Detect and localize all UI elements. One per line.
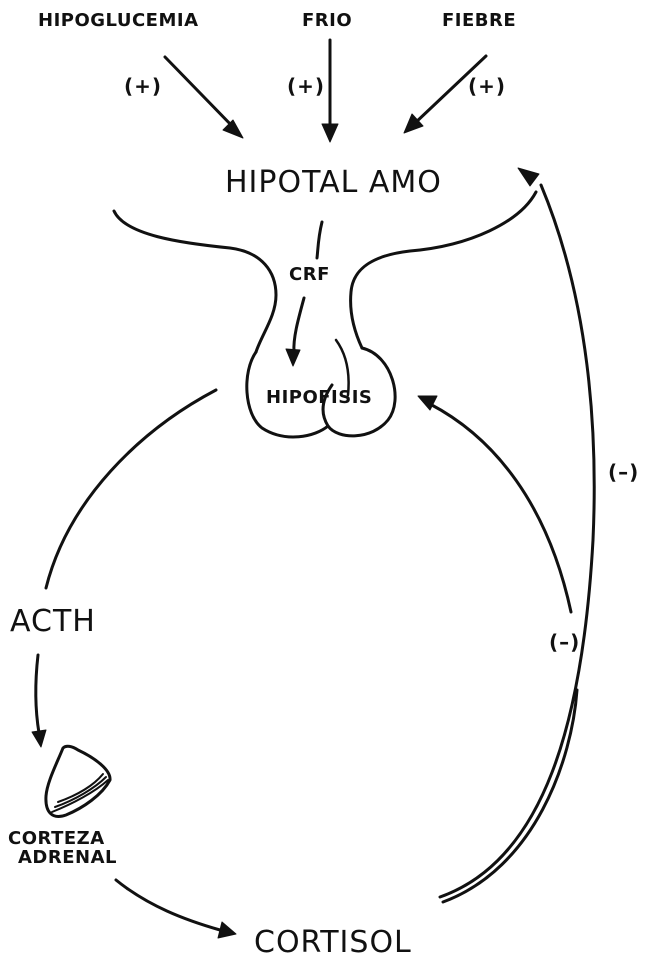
- arrow-hipoglucemia: [165, 57, 243, 138]
- feedback-hypothalamus-sign: (–): [608, 462, 639, 482]
- acth-label: ACTH: [10, 607, 96, 637]
- adrenal-cortex-label: CORTEZA ADRENAL: [8, 830, 117, 868]
- hypothalamus-label: HIPOTAL AMO: [225, 168, 442, 198]
- feedback-pituitary-sign: (–): [549, 632, 580, 652]
- stimulus-fiebre-label: FIEBRE: [442, 12, 516, 30]
- cortisol-label: CORTISOL: [254, 928, 412, 958]
- arrow-acth-to-adrenal: [32, 655, 46, 747]
- stimulus-frio-label: FRIO: [302, 12, 352, 30]
- sign-frio: (+): [287, 76, 325, 96]
- adrenal-gland-icon: [46, 746, 110, 816]
- stimulus-hipoglucemia-label: HIPOGLUCEMIA: [38, 12, 199, 30]
- sign-hipoglucemia: (+): [124, 76, 162, 96]
- hypothalamus-outline-right: [351, 192, 536, 348]
- arrow-adrenal-to-cortisol: [116, 880, 236, 938]
- hypothalamus-outline: [114, 211, 276, 352]
- adrenal-cortex-label-line2: ADRENAL: [18, 849, 117, 868]
- arrow-crf: [286, 222, 322, 366]
- sign-fiebre: (+): [468, 76, 506, 96]
- crf-label: CRF: [289, 266, 330, 284]
- arrow-feedback-to-hypothalamus: [440, 168, 594, 897]
- line-pituitary-to-acth: [46, 390, 216, 588]
- pituitary-label: HIPOFISIS: [266, 389, 372, 407]
